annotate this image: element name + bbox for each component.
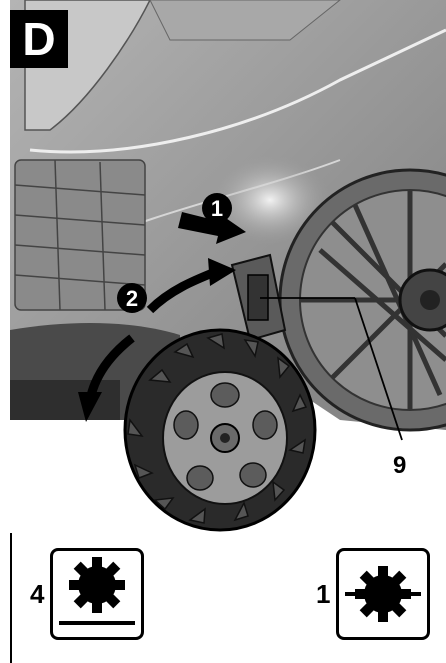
height-setting-high: 1 (316, 548, 431, 640)
step-1-badge (202, 193, 232, 223)
vent-grille (14, 159, 146, 311)
height-setting-low-box (50, 548, 145, 640)
height-setting-high-number: 1 (316, 578, 331, 609)
mower-illustration (10, 0, 446, 533)
height-setting-low-number: 4 (30, 578, 45, 609)
panel-letter: D (22, 13, 56, 65)
step-2-label: 2 (126, 286, 138, 311)
step-1-label: 1 (211, 196, 223, 221)
callout-9-leader (260, 297, 403, 441)
blade-gear-high-icon (345, 566, 422, 622)
blade-gear-low-icon (59, 557, 136, 625)
height-setting-high-box (336, 548, 431, 640)
front-wheel (123, 328, 317, 532)
rear-roller (278, 168, 446, 432)
step-2-badge (117, 283, 147, 313)
part-callout-number: 9 (393, 452, 407, 479)
height-setting-low: 4 (30, 548, 145, 640)
panel-letter-badge: D (10, 10, 68, 68)
step-1-push-arrow (178, 212, 246, 244)
